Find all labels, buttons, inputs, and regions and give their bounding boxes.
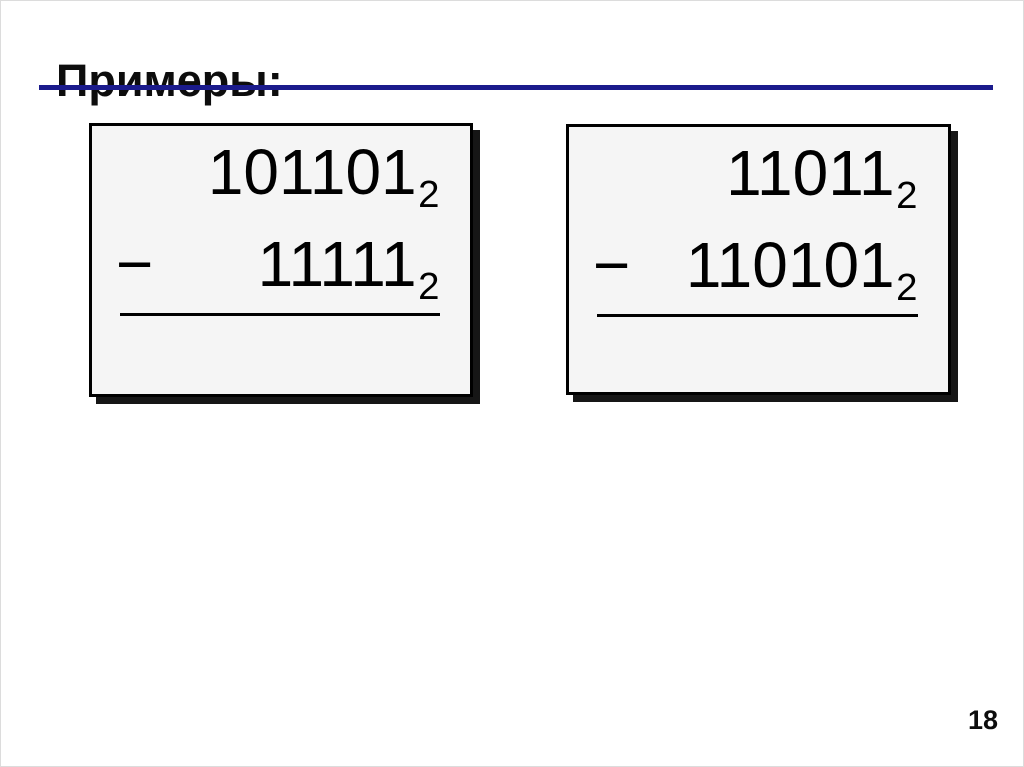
page-title: Примеры: xyxy=(56,55,283,107)
answer-line xyxy=(120,313,440,316)
minus-sign: − xyxy=(593,229,631,301)
minuend-row: 110112 xyxy=(593,127,918,219)
base-subscript: 2 xyxy=(418,264,440,308)
subtraction-problem-1: 1011012 − 111112 xyxy=(92,126,470,316)
base-subscript: 2 xyxy=(418,172,440,216)
subtrahend-row: − 111112 xyxy=(116,218,440,310)
minus-sign: − xyxy=(116,228,154,300)
page-number: 18 xyxy=(967,705,998,735)
subtrahend-row: − 1101012 xyxy=(593,219,918,311)
base-subscript: 2 xyxy=(896,265,918,309)
subtrahend-value: 1101012 xyxy=(685,229,918,309)
answer-line xyxy=(597,314,918,317)
base-subscript: 2 xyxy=(896,173,918,217)
example-card-1: 1011012 − 111112 xyxy=(89,123,473,397)
example-card-2: 110112 − 1101012 xyxy=(566,124,951,395)
subtrahend-value: 111112 xyxy=(257,228,440,308)
minuend-value: 110112 xyxy=(726,137,918,217)
title-underline-rule xyxy=(39,85,993,90)
subtraction-problem-2: 110112 − 1101012 xyxy=(569,127,948,317)
minuend-value: 1011012 xyxy=(207,136,440,216)
minuend-row: 1011012 xyxy=(116,126,440,218)
